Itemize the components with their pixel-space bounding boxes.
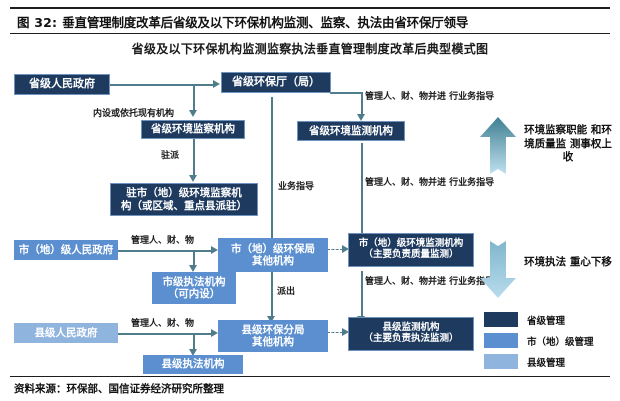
legend-swatch-city [484, 333, 518, 348]
node-provincial-government[interactable]: 省级人民政府 [14, 74, 110, 95]
arrowhead-prov-monitoring [357, 114, 365, 121]
note-supervision-authority-upward-line1: 环境监察职能 [524, 124, 588, 136]
node-provincial-supervision-agency[interactable]: 省级环境监察机构 [141, 120, 245, 139]
figure-label: 图 32: [17, 14, 58, 30]
legend-item-provincial: 省级管理 [484, 310, 594, 329]
legend-item-city: 市（地）级管理 [484, 331, 594, 350]
figure-header: 图 32: 垂直管理制度改革后省级及以下环保机构监测、监察、执法由省环保厅领导 [10, 7, 610, 34]
edge-label-manage-and-guide-2-line2: 行业务指导 [449, 178, 495, 188]
chart-title: 省级及以下环保机构监测监察执法垂直管理制度改革后典型模式图 [131, 42, 489, 56]
node-provincial-supervision-agency-label: 省级环境监察机构 [151, 123, 235, 136]
node-city-monitoring-agency-line1: 市（地）级环境监测机构 [358, 238, 464, 250]
node-county-epb-line2: 其他机构 [252, 336, 294, 348]
edge-label-manage-and-guide-1: 管理人、财、物并进 行业务指导 [365, 92, 494, 103]
node-stationed-city-supervision-line1: 驻市（地）级环境监察机 [126, 187, 242, 200]
edge-prov-monitoring-to-city-monitoring [361, 143, 363, 240]
edge-label-manage-and-guide-1-line2: 行业务指导 [449, 92, 495, 102]
source-text: 资料来源：环保部、国信证券经济研究所整理 [14, 383, 224, 395]
node-city-epb-line2: 其他机构 [252, 255, 294, 267]
node-county-monitoring-agency-line1: 县级监测机构 [382, 322, 440, 334]
legend-swatch-provincial [484, 312, 518, 327]
node-county-epb[interactable]: 县级环保分局 其他机构 [218, 320, 328, 352]
node-city-epb[interactable]: 市（地）级环保局 其他机构 [218, 238, 328, 272]
node-county-government-label: 县级人民政府 [34, 326, 98, 339]
node-county-monitoring-agency[interactable]: 县级监测机构 （主要负责执法监测） [348, 317, 474, 351]
edge-label-business-guidance: 业务指导 [278, 182, 315, 192]
edge-city-epb-to-county-epb [271, 272, 273, 317]
edge-label-stationed: 驻派 [161, 151, 180, 161]
source-divider [10, 376, 610, 377]
legend-item-county: 县级管理 [484, 352, 594, 371]
edge-drop-to-city-enforcement [193, 250, 195, 266]
legend: 省级管理 市（地）级管理 县级管理 [484, 310, 594, 373]
edge-county-gov-to-county-epb [118, 333, 212, 335]
arrowhead-city-enforcement [189, 265, 197, 272]
edge-label-manage-and-guide-2: 管理人、财、物并进 行业务指导 [365, 178, 494, 189]
node-city-enforcement-agency-line2: （可内设） [167, 288, 221, 300]
node-county-epb-line1: 县级环保分局 [241, 323, 305, 336]
arrowhead-county-gov-to-county-epb [211, 329, 218, 337]
note-enforcement-downward-line1: 环境执法 [524, 256, 567, 268]
node-county-enforcement-agency[interactable]: 县级执法机构 [143, 355, 243, 374]
edge-label-dispatch: 派出 [277, 287, 296, 297]
down-arrow-icon [480, 241, 516, 298]
node-city-monitoring-agency[interactable]: 市（地）级环境监测机构 （主要负责质量监测） [348, 233, 474, 267]
arrowhead-prov-supervision [189, 110, 197, 117]
arrowhead-county-epb [267, 316, 275, 323]
edge-dashed-city-epb-to-city-monitoring [327, 249, 343, 250]
note-supervision-authority-upward-line3: 测事权上收 [562, 137, 612, 164]
legend-swatch-county [484, 354, 518, 369]
node-city-monitoring-agency-line2: （主要负责质量监测） [363, 249, 459, 260]
node-county-government[interactable]: 县级人民政府 [14, 323, 118, 343]
node-provincial-epb-label: 省级环保厅（局） [232, 75, 320, 89]
node-stationed-city-supervision-line2: 构（或区域、重点县派驻） [121, 199, 247, 212]
edge-prov-gov-to-prov-epb [110, 84, 214, 86]
arrowhead-county-enforcement [189, 349, 197, 356]
legend-label-provincial: 省级管理 [527, 315, 566, 327]
node-provincial-epb[interactable]: 省级环保厅（局） [221, 72, 331, 93]
legend-label-city: 市（地）级管理 [527, 336, 594, 348]
arrowhead-dashed-county [342, 328, 349, 336]
note-enforcement-downward-line2: 重心下移 [569, 256, 612, 268]
edge-drop-to-county-enforcement [193, 333, 195, 350]
edge-label-internal-or-existing: 内设或依托现有机构 [93, 109, 175, 119]
edge-label-manage-and-guide-1-line1: 管理人、财、物并进 [365, 92, 447, 102]
edge-drop-to-prov-monitoring [361, 92, 363, 115]
arrowhead-dashed-city [342, 245, 349, 253]
edge-label-manage-resources-city: 管理人、财、物 [131, 236, 195, 246]
edge-label-manage-and-guide-3: 管理人、财、物并进 行业务指导 [365, 277, 494, 288]
node-stationed-city-supervision[interactable]: 驻市（地）级环境监察机 构（或区域、重点县派驻） [110, 183, 258, 216]
up-arrow-icon [480, 117, 516, 174]
edge-city-gov-to-city-epb [118, 250, 212, 252]
edge-dashed-county-epb-to-county-monitoring [327, 332, 343, 333]
edge-prov-epb-to-city-epb [271, 97, 273, 241]
edge-drop-to-prov-supervision [193, 84, 195, 111]
edge-label-manage-and-guide-3-line1: 管理人、财、物并进 [365, 277, 447, 287]
edge-city-monitoring-to-county-monitoring [361, 271, 363, 317]
edge-prov-epb-branch [330, 92, 362, 94]
node-provincial-government-label: 省级人民政府 [29, 77, 95, 91]
node-provincial-monitoring-agency[interactable]: 省级环境监测机构 [297, 121, 405, 141]
figure-title: 垂直管理制度改革后省级及以下环保机构监测、监察、执法由省环保厅领导 [62, 14, 469, 30]
node-county-monitoring-agency-line2: （主要负责执法监测） [363, 333, 459, 344]
edge-label-manage-and-guide-3-line2: 行业务指导 [449, 277, 495, 287]
note-enforcement-downward: 环境执法 重心下移 [522, 256, 614, 270]
arrowhead-prov-gov-to-prov-epb [213, 80, 220, 88]
arrowhead-city-gov-to-city-epb [211, 246, 218, 254]
edge-label-manage-resources-county: 管理人、财、物 [131, 319, 195, 329]
node-county-enforcement-agency-label: 县级执法机构 [161, 358, 225, 371]
note-supervision-authority-upward-line2: 和环境质量监 [524, 124, 612, 150]
node-city-government-label: 市（地）级人民政府 [18, 243, 114, 256]
node-provincial-monitoring-agency-label: 省级环境监测机构 [309, 124, 393, 137]
node-city-government[interactable]: 市（地）级人民政府 [14, 240, 118, 260]
node-city-enforcement-agency-line1: 市级执法机构 [162, 275, 226, 288]
arrowhead-stationed [189, 175, 197, 182]
node-city-epb-line1: 市（地）级环保局 [231, 242, 315, 255]
node-city-enforcement-agency[interactable]: 市级执法机构 （可内设） [152, 272, 236, 304]
note-supervision-authority-upward: 环境监察职能 和环境质量监 测事权上收 [522, 124, 614, 165]
edge-label-manage-and-guide-2-line1: 管理人、财、物并进 [365, 178, 447, 188]
legend-label-county: 县级管理 [527, 357, 566, 369]
edge-prov-supervision-to-stationed [193, 138, 195, 176]
